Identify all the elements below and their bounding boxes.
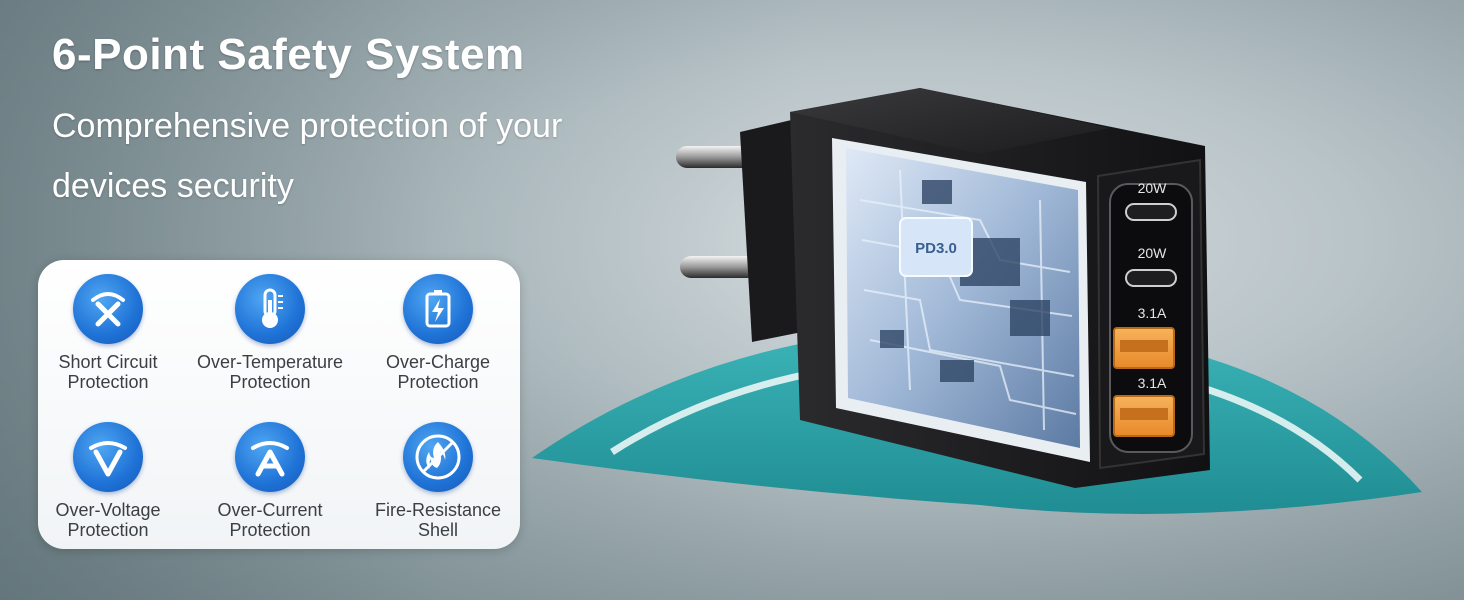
page-subtitle: Comprehensive protection of your devices… [52, 107, 563, 205]
short-circuit-icon [73, 274, 143, 344]
feature-over-temperature: Over-Temperature Protection [185, 274, 355, 392]
battery-charge-icon [403, 274, 473, 344]
features-panel: Short Circuit Protection Over-Temperatur… [38, 260, 520, 549]
port-usb-a-2: 3.1A [1113, 375, 1175, 437]
feature-label-line2: Protection [229, 520, 311, 540]
fire-icon [403, 422, 473, 492]
feature-label-line2: Protection [67, 520, 149, 540]
plug-pins [676, 146, 758, 278]
feature-label-line1: Over-Current [217, 500, 323, 520]
charger-body: PD3.0 [790, 88, 1210, 488]
current-icon [235, 422, 305, 492]
svg-text:20W: 20W [1138, 180, 1168, 196]
thermometer-icon [235, 274, 305, 344]
feature-label-line2: Shell [417, 520, 459, 540]
svg-text:3.1A: 3.1A [1138, 305, 1167, 321]
port-usb-c-1: 20W [1125, 180, 1177, 221]
pd-chip: PD3.0 [899, 217, 973, 277]
feature-label-line1: Fire-Resistance [374, 500, 502, 520]
feature-over-voltage: Over-Voltage Protection [23, 422, 193, 540]
feature-label-line2: Protection [67, 372, 149, 392]
feature-label-line1: Short Circuit [58, 352, 158, 372]
feature-over-current: Over-Current Protection [185, 422, 355, 540]
port-usb-c-2: 20W [1125, 245, 1177, 287]
feature-label-line1: Over-Temperature [196, 352, 344, 372]
svg-text:20W: 20W [1138, 245, 1168, 261]
feature-label-line1: Over-Voltage [55, 500, 161, 520]
feature-label-line2: Protection [397, 372, 479, 392]
svg-text:3.1A: 3.1A [1138, 375, 1167, 391]
feature-fire-resistance: Fire-Resistance Shell [353, 422, 523, 540]
voltage-icon [73, 422, 143, 492]
feature-label-line1: Over-Charge [385, 352, 491, 372]
feature-over-charge: Over-Charge Protection [353, 274, 523, 392]
svg-text:PD3.0: PD3.0 [915, 240, 957, 257]
page-title: 6-Point Safety System [52, 30, 525, 79]
feature-label-line2: Protection [229, 372, 311, 392]
feature-short-circuit: Short Circuit Protection [23, 274, 193, 392]
port-list: 20W 20W 3.1A 3.1A [1113, 180, 1177, 437]
port-usb-a-1: 3.1A [1113, 305, 1175, 369]
